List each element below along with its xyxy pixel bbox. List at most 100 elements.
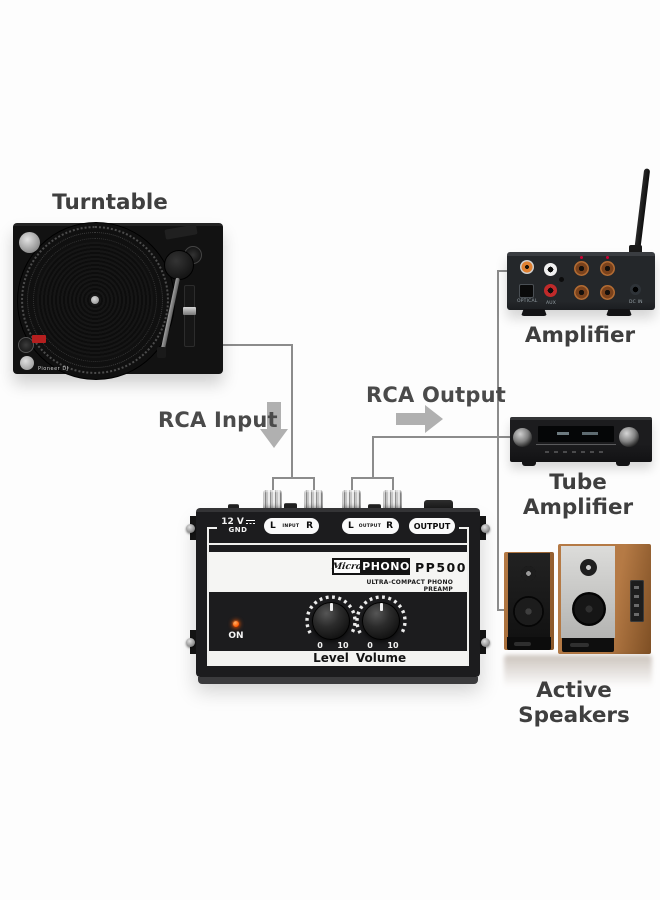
left-tweeter	[521, 566, 536, 581]
tube-amp-seam	[536, 444, 616, 445]
wire-output-fork-left	[351, 477, 353, 490]
speakers-reflection	[504, 655, 652, 687]
rca-output-label: RCA Output	[366, 383, 507, 407]
side-screw-4	[481, 638, 490, 647]
post-dot-1	[580, 256, 583, 259]
level-label: Level	[313, 651, 349, 665]
speed-button-45	[20, 356, 34, 370]
left-speaker-badge	[514, 642, 531, 646]
antenna-hinge	[629, 245, 642, 256]
ground-label: GND	[228, 526, 248, 534]
level-knob-tick-arc	[305, 595, 357, 634]
turntable-label: Turntable	[52, 190, 168, 215]
display-text-right	[582, 432, 598, 435]
tonearm-cartridge	[157, 347, 166, 358]
preamp-output-right-jack	[383, 490, 402, 511]
volume-knob-tick-arc	[355, 595, 407, 634]
volume-min: 0	[367, 641, 373, 650]
speaker-post-right-minus	[574, 285, 589, 300]
brand-tagline: ULTRA-COMPACT PHONO PREAMP	[366, 579, 453, 593]
knob-label-strip	[209, 651, 467, 666]
display-text-left	[557, 432, 569, 435]
active-speakers-label: Active Speakers	[518, 678, 630, 728]
post-dot-2	[606, 256, 609, 259]
pitch-slider-knob	[183, 307, 196, 315]
platter-spindle	[91, 296, 99, 304]
preamp-output-left-jack	[342, 490, 361, 511]
side-screw-1	[186, 524, 195, 533]
input-left-label: L	[270, 521, 276, 531]
dc-symbol-icon	[245, 519, 255, 525]
tube-amplifier-label: Tube Amplifier	[522, 470, 634, 520]
side-screw-3	[481, 524, 490, 533]
preamp-body	[196, 508, 480, 677]
brand-block-text: PHONO	[362, 560, 410, 573]
output-right-label: R	[386, 521, 393, 531]
tube-amp-foot-left	[522, 461, 536, 466]
wire-output-horizontal	[372, 436, 512, 438]
coaxial-input-jack	[520, 260, 534, 274]
tube-amp-button-row	[545, 451, 605, 453]
amplifier-foot-right	[606, 309, 632, 316]
tube-amp-left-knob	[513, 428, 532, 447]
input-right-label: R	[306, 521, 313, 531]
speaker-post-left-plus	[600, 261, 615, 276]
wire-amplifier-stub	[497, 270, 508, 272]
side-screw-2	[186, 638, 195, 647]
wire-amplifier-vertical	[497, 270, 499, 611]
tube-amp-foot-right	[616, 461, 630, 466]
wire-output-fork-right	[392, 477, 394, 490]
speed-button-33	[18, 337, 34, 353]
volume-knob-pointer	[380, 603, 383, 611]
tube-amp-display	[538, 426, 614, 442]
optical-label: OPTICAL	[517, 299, 538, 304]
aux-output-pill: OUTPUT	[409, 518, 455, 534]
dc-power-jack	[630, 284, 641, 295]
preamp-bottom-face	[198, 677, 478, 684]
brand-block-box: PHONO	[362, 558, 410, 575]
level-max: 10	[337, 641, 349, 650]
preamp-input-left-jack	[263, 490, 282, 511]
side-panel-knobs	[634, 586, 639, 616]
aux-label: AUX	[546, 301, 557, 306]
wire-output-vertical	[372, 436, 374, 479]
input-mid-label: INPUT	[282, 523, 300, 529]
power-led-label: ON	[228, 631, 244, 641]
preamp-input-right-jack	[304, 490, 323, 511]
amplifier-label: Amplifier	[524, 323, 636, 348]
speaker-post-right-plus	[574, 261, 589, 276]
volume-label: Volume	[355, 651, 407, 665]
frame-right	[467, 527, 469, 666]
platter-strobe-ring	[21, 226, 169, 374]
optical-input-port	[519, 284, 534, 298]
right-speaker-badge	[570, 643, 589, 647]
speaker-post-left-minus	[600, 285, 615, 300]
dc-label: DC IN	[629, 300, 643, 305]
left-woofer	[513, 596, 544, 627]
start-stop-button	[19, 232, 40, 253]
brand-script-box: Micro	[332, 558, 363, 575]
tonearm-headshell	[164, 224, 198, 240]
tonearm-pivot	[164, 250, 194, 280]
aux-input-left-jack	[544, 263, 557, 276]
power-spec: 12 V GND	[217, 517, 259, 534]
level-min: 0	[317, 641, 323, 650]
frame-rule	[207, 543, 469, 545]
output-left-label: L	[348, 521, 354, 531]
right-woofer	[572, 592, 606, 626]
speed-indicator-45	[32, 335, 46, 343]
turntable-image: Pioneer DJ	[13, 222, 223, 380]
rca-input-label: RCA Input	[158, 408, 278, 432]
wire-turntable-vertical	[291, 344, 293, 479]
amplifier-foot-left	[521, 309, 547, 316]
power-voltage: 12 V	[221, 517, 244, 527]
turntable-brand-text: Pioneer DJ	[38, 366, 69, 372]
output-jacks-pill: L OUTPUT R	[342, 518, 399, 534]
aux-output-label: OUTPUT	[413, 521, 451, 531]
panel-screw	[559, 277, 564, 282]
wire-turntable-horizontal	[222, 344, 293, 346]
right-tweeter	[580, 559, 597, 576]
wire-input-fork-bar	[272, 477, 315, 479]
frame-stub-left	[207, 527, 217, 529]
